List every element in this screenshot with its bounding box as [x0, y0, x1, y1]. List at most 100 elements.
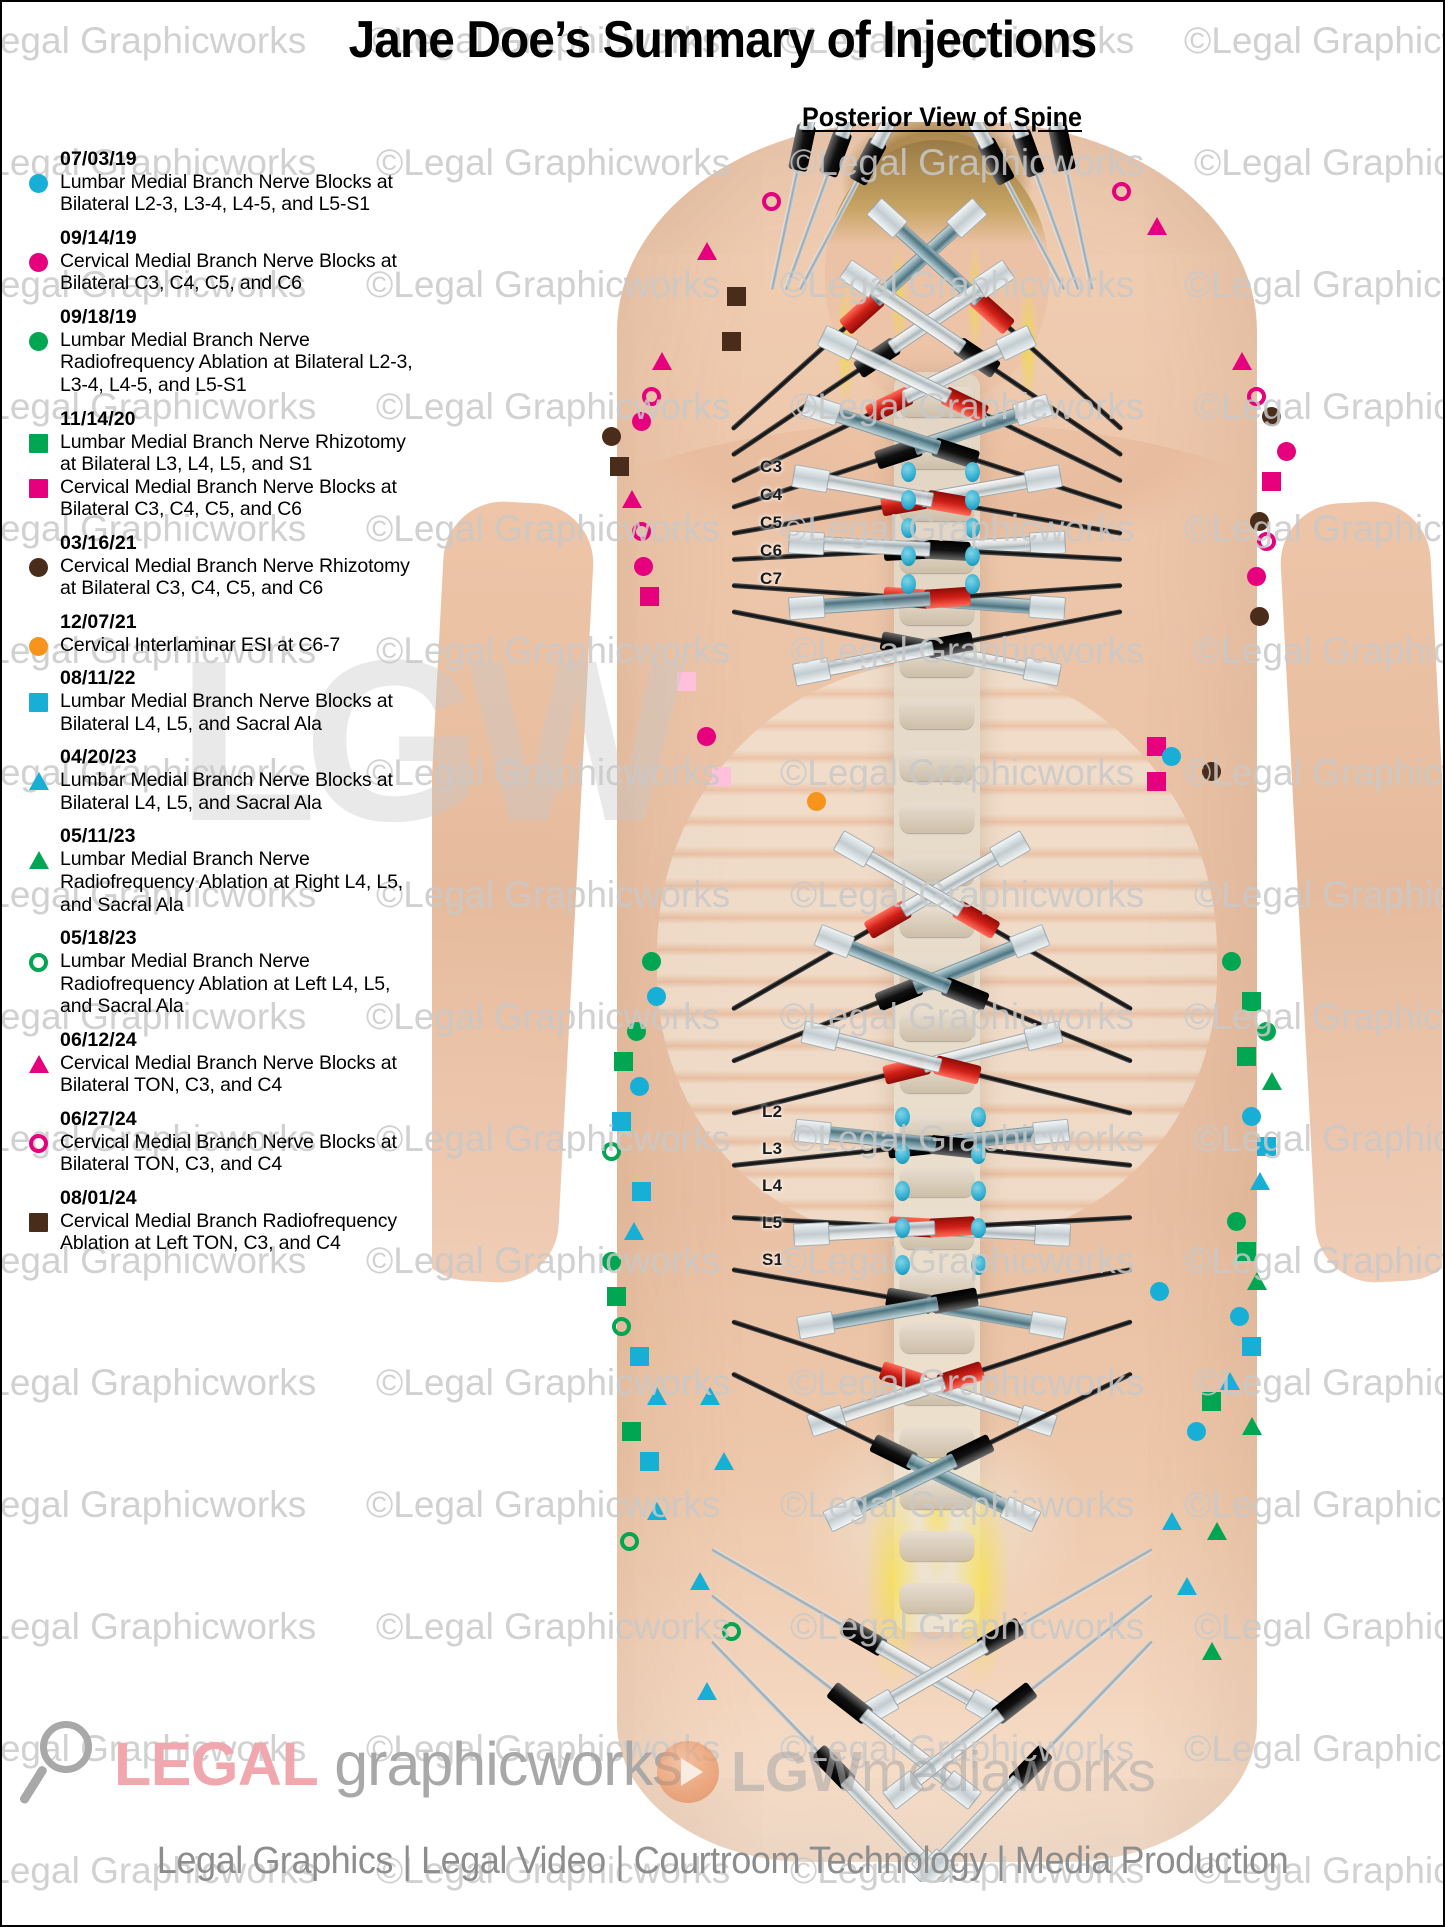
- syringe-plunger: [1032, 1118, 1071, 1146]
- legend-description: Lumbar Medial Branch Nerve Radiofrequenc…: [60, 949, 391, 1018]
- vertebra-label-l4: L4: [762, 1176, 783, 1195]
- injection-marker-square: [1257, 1137, 1276, 1156]
- injection-marker-square: [1242, 1337, 1261, 1356]
- injection-marker-square: [614, 1052, 633, 1071]
- injection-marker-circle: [1262, 407, 1281, 426]
- legend-description: Cervical Medial Branch Nerve Blocks at B…: [60, 1051, 397, 1097]
- injection-marker-triangle: [1262, 1072, 1282, 1090]
- facet-joint-marker: [971, 1255, 986, 1275]
- legend-row[interactable]: Cervical Medial Branch Radiofrequency Ab…: [24, 1210, 424, 1255]
- legend-description: Lumbar Medial Branch Nerve Blocks at Bil…: [60, 690, 393, 735]
- injection-marker-triangle: [1147, 217, 1167, 235]
- injection-marker-circle: [1150, 1282, 1169, 1301]
- legend-row[interactable]: Cervical Interlaminar ESI at C6-7: [24, 634, 424, 657]
- page-title: Jane Doe’s Summary of Injections: [348, 11, 1098, 69]
- legend-row[interactable]: Cervical Medial Branch Nerve Blocks at B…: [24, 1131, 424, 1176]
- injection-marker-ring: [620, 1532, 639, 1551]
- legend-row[interactable]: Cervical Medial Branch Nerve Rhizotomy a…: [24, 555, 424, 600]
- legend-marker-circle: [29, 636, 48, 656]
- legend-row[interactable]: Lumbar Medial Branch Nerve Blocks at Bil…: [24, 769, 424, 814]
- injection-marker-square: [607, 1287, 626, 1306]
- legend-row[interactable]: Cervical Medial Branch Nerve Blocks at B…: [24, 1052, 424, 1097]
- injection-marker-triangle: [1177, 1577, 1197, 1595]
- injection-marker-square: [722, 332, 741, 351]
- injection-marker-circle: [1247, 567, 1266, 586]
- footer: LEGAL graphicworks LGWmediaworks Legal G…: [2, 1685, 1443, 1925]
- legend-row[interactable]: Lumbar Medial Branch Nerve Blocks at Bil…: [24, 690, 424, 735]
- injection-marker-circle: [1250, 512, 1269, 531]
- facet-joint-marker: [901, 546, 916, 566]
- injection-marker-ring: [642, 387, 661, 406]
- vertebra-block: [900, 1011, 974, 1041]
- legend-description: Cervical Medial Branch Nerve Rhizotomy a…: [60, 554, 410, 600]
- vertebra-label-s1: S1: [762, 1250, 784, 1269]
- injection-marker-triangle: [1220, 1372, 1240, 1390]
- legend-row[interactable]: Lumbar Medial Branch Nerve Rhizotomy at …: [24, 431, 424, 476]
- injection-marker-triangle: [1250, 1172, 1270, 1190]
- facet-joint-marker: [971, 1218, 986, 1238]
- vertebra-label-l2: L2: [762, 1102, 783, 1121]
- injection-marker-square: [1237, 1242, 1256, 1261]
- vertebra-label-c5: C5: [760, 513, 783, 532]
- injection-marker-ring: [632, 522, 651, 541]
- legend-description: Cervical Medial Branch Nerve Blocks at B…: [60, 249, 397, 295]
- facet-joint-marker: [895, 1255, 910, 1275]
- injection-marker-square: [640, 1452, 659, 1471]
- facet-joint-marker: [901, 518, 916, 538]
- injection-marker-square: [1147, 772, 1166, 791]
- injection-marker-square: [1242, 992, 1261, 1011]
- legend-description: Lumbar Medial Branch Nerve Blocks at Bil…: [60, 769, 393, 814]
- lgw-mediaworks-logo: LGWmediaworks: [657, 1739, 1156, 1805]
- injection-marker-triangle: [622, 490, 642, 508]
- vertebra-label-l3: L3: [762, 1139, 783, 1158]
- facet-joint-marker: [901, 462, 916, 482]
- legend-marker-triangle: [29, 851, 49, 870]
- legend-description: Cervical Medial Branch Nerve Blocks at B…: [60, 475, 397, 521]
- injection-marker-circle: [697, 727, 716, 746]
- facet-joint-marker: [895, 1218, 910, 1238]
- injection-marker-square: [677, 672, 696, 691]
- facet-joint-marker: [965, 490, 980, 510]
- legend-row[interactable]: Lumbar Medial Branch Nerve Radiofrequenc…: [24, 329, 424, 397]
- legend-marker-square: [29, 478, 48, 498]
- facet-joint-marker: [895, 1181, 910, 1201]
- injection-marker-square: [610, 457, 629, 476]
- facet-joint-marker: [965, 518, 980, 538]
- injection-marker-circle: [1277, 442, 1296, 461]
- legend-row[interactable]: Lumbar Medial Branch Nerve Radiofrequenc…: [24, 950, 424, 1018]
- needle-hub: [923, 539, 971, 562]
- watermark-text: ©Legal Graphicworks: [0, 1484, 307, 1525]
- legend-description: Lumbar Medial Branch Nerve Rhizotomy at …: [60, 430, 406, 476]
- lgw-text: LGWmediaworks: [731, 1740, 1156, 1804]
- legend-row[interactable]: Lumbar Medial Branch Nerve Blocks at Bil…: [24, 171, 424, 216]
- injection-marker-circle: [1162, 747, 1181, 766]
- legend-description: Cervical Interlaminar ESI at C6-7: [60, 633, 341, 656]
- legend-marker-circle: [29, 252, 48, 272]
- injection-marker-triangle: [647, 1387, 667, 1405]
- legend-row[interactable]: Lumbar Medial Branch Nerve Radiofrequenc…: [24, 848, 424, 916]
- facet-joint-marker: [971, 1181, 986, 1201]
- legend-date: 06/12/24: [60, 1028, 137, 1051]
- legend-row[interactable]: Cervical Medial Branch Nerve Blocks at B…: [24, 476, 424, 521]
- facet-joint-marker: [965, 546, 980, 566]
- legend-date: 05/11/23: [60, 825, 136, 848]
- injection-marker-circle: [634, 557, 653, 576]
- legend-date: 08/11/22: [60, 667, 136, 690]
- legend-row[interactable]: Cervical Medial Branch Nerve Blocks at B…: [24, 250, 424, 295]
- facet-joint-marker: [895, 1144, 910, 1164]
- legend-date: 04/20/23: [60, 746, 137, 769]
- injection-marker-ring: [762, 192, 781, 211]
